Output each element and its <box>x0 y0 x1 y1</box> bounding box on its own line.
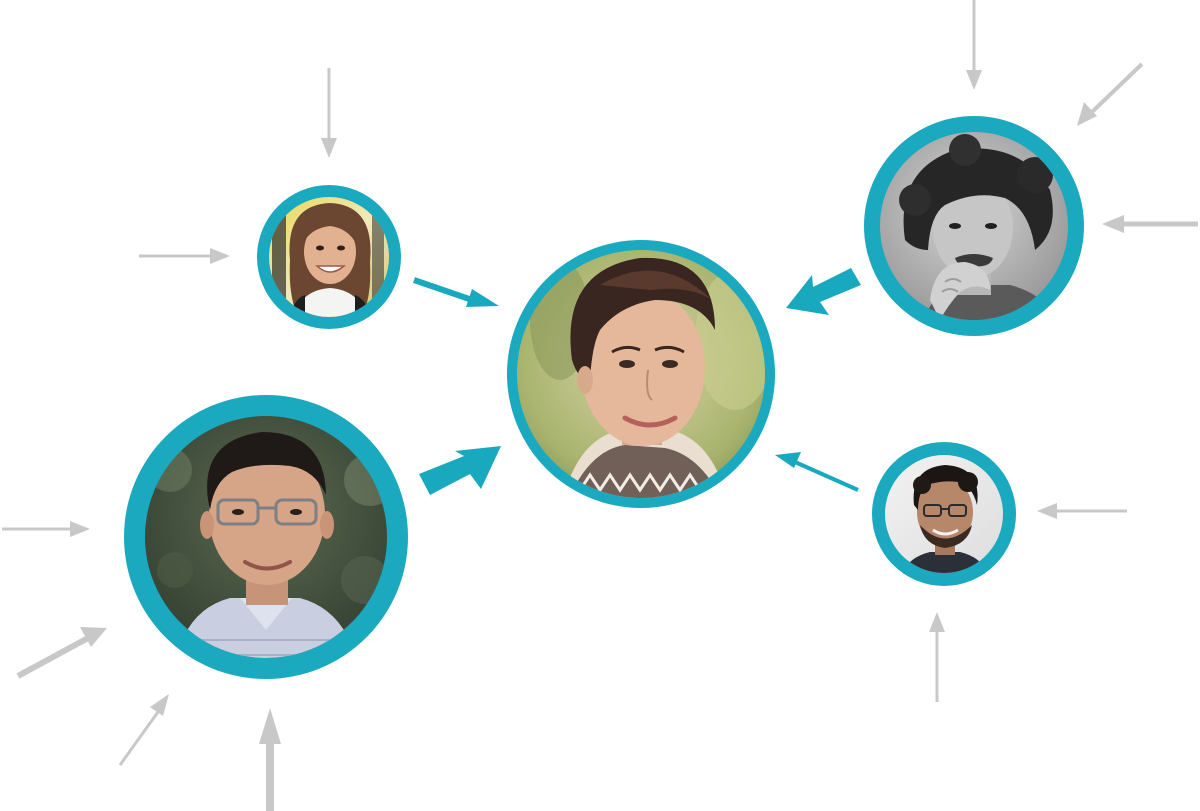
man-curly-hair-bw-portrait-icon <box>880 132 1068 320</box>
arrow-bottom-left-to-center <box>419 446 501 495</box>
node-top-left[interactable] <box>257 185 401 329</box>
arrow-in-top-right-from-top <box>966 0 982 90</box>
arrow-top-left-to-center <box>413 277 499 307</box>
node-top-right[interactable] <box>864 116 1084 336</box>
arrow-top-right-to-center <box>786 268 861 315</box>
arrow-in-bottom-right-from-right <box>1037 503 1127 519</box>
node-bottom-left[interactable] <box>124 395 408 679</box>
arrow-in-top-right-from-right <box>1102 215 1198 233</box>
arrow-in-bottom-left-from-lower-left <box>16 627 107 679</box>
man-glasses-beard-portrait-icon <box>885 455 1003 573</box>
node-bottom-right[interactable] <box>872 442 1016 586</box>
arrow-in-top-left-from-top <box>321 68 337 158</box>
arrow-in-bottom-left-from-left <box>2 521 90 537</box>
woman-short-dark-hair-portrait-icon <box>517 250 765 498</box>
woman-long-hair-smiling-portrait-icon <box>269 197 389 317</box>
arrow-in-top-right-from-upper-right <box>1077 62 1144 126</box>
node-center[interactable] <box>500 240 780 510</box>
arrow-in-bottom-right-from-bottom <box>929 612 945 702</box>
arrow-in-bottom-left-from-bottom <box>259 708 281 811</box>
primary-arrows <box>413 268 861 495</box>
arrow-in-bottom-left-from-bottom-left <box>118 694 169 766</box>
arrow-in-top-left-from-left <box>139 248 230 264</box>
arrow-bottom-right-to-center <box>775 452 859 492</box>
